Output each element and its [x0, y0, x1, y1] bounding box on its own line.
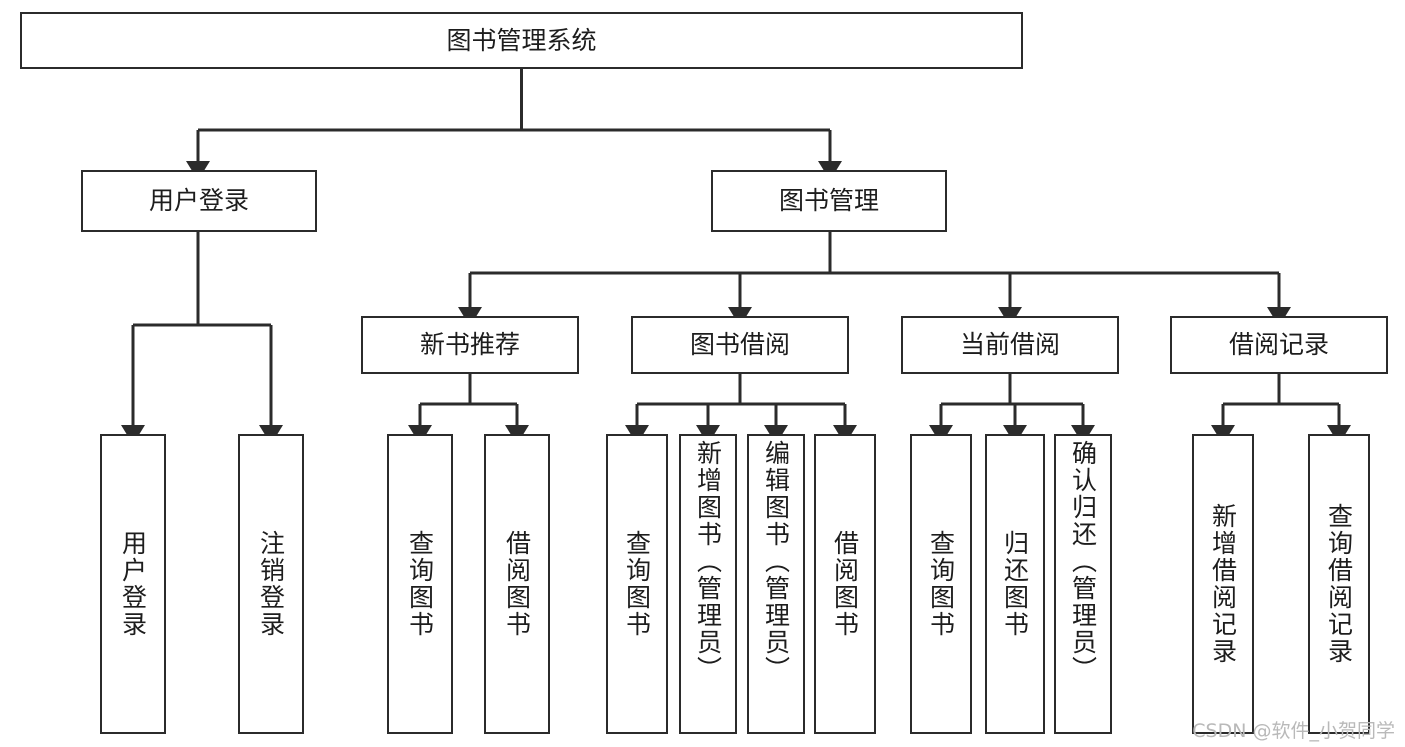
node-book-manage[interactable]: 图书管理 — [711, 170, 947, 232]
node-leaf-query-borrow-record[interactable]: 查询借阅记录 — [1308, 434, 1370, 734]
node-borrow-record[interactable]: 借阅记录 — [1170, 316, 1388, 374]
node-leaf-edit-book-admin-label: 编辑图书（管理员） — [761, 440, 791, 683]
node-leaf-add-borrow-record-label: 新增借阅记录 — [1208, 503, 1238, 665]
node-leaf-return-book-label: 归还图书 — [1000, 530, 1030, 638]
node-leaf-logout[interactable]: 注销登录 — [238, 434, 304, 734]
node-book-borrow-label: 图书借阅 — [689, 330, 790, 360]
node-leaf-query-book-borrow[interactable]: 查询图书 — [606, 434, 668, 734]
node-leaf-query-book-current[interactable]: 查询图书 — [910, 434, 972, 734]
node-current-borrow-label: 当前借阅 — [959, 330, 1060, 360]
node-current-borrow[interactable]: 当前借阅 — [901, 316, 1119, 374]
node-root-system[interactable]: 图书管理系统 — [20, 12, 1023, 69]
node-leaf-query-book-borrow-label: 查询图书 — [622, 530, 652, 638]
node-leaf-borrow-book[interactable]: 借阅图书 — [814, 434, 876, 734]
node-leaf-confirm-return-admin-label: 确认归还（管理员） — [1068, 440, 1098, 683]
node-leaf-add-borrow-record[interactable]: 新增借阅记录 — [1192, 434, 1254, 734]
node-leaf-query-borrow-record-label: 查询借阅记录 — [1324, 503, 1354, 665]
node-leaf-borrow-book-label: 借阅图书 — [830, 530, 860, 638]
node-new-book-recommend[interactable]: 新书推荐 — [361, 316, 579, 374]
node-leaf-add-book-admin[interactable]: 新增图书（管理员） — [679, 434, 737, 734]
node-leaf-borrow-book-rec-label: 借阅图书 — [502, 530, 532, 638]
node-leaf-confirm-return-admin[interactable]: 确认归还（管理员） — [1054, 434, 1112, 734]
node-leaf-query-book-current-label: 查询图书 — [926, 530, 956, 638]
node-root-label: 图书管理系统 — [446, 25, 597, 55]
node-leaf-user-login-label: 用户登录 — [118, 530, 148, 638]
node-leaf-borrow-book-rec[interactable]: 借阅图书 — [484, 434, 550, 734]
node-borrow-record-label: 借阅记录 — [1228, 330, 1329, 360]
node-leaf-logout-label: 注销登录 — [256, 530, 286, 638]
node-leaf-query-book-rec[interactable]: 查询图书 — [387, 434, 453, 734]
node-leaf-query-book-rec-label: 查询图书 — [405, 530, 435, 638]
node-leaf-return-book[interactable]: 归还图书 — [985, 434, 1045, 734]
node-leaf-edit-book-admin[interactable]: 编辑图书（管理员） — [747, 434, 805, 734]
node-user-login-label: 用户登录 — [148, 186, 249, 216]
node-leaf-user-login[interactable]: 用户登录 — [100, 434, 166, 734]
node-new-book-recommend-label: 新书推荐 — [419, 330, 520, 360]
node-book-manage-label: 图书管理 — [778, 186, 879, 216]
node-user-login[interactable]: 用户登录 — [81, 170, 317, 232]
node-leaf-add-book-admin-label: 新增图书（管理员） — [693, 440, 723, 683]
node-book-borrow[interactable]: 图书借阅 — [631, 316, 849, 374]
watermark-csdn: CSDN @软件_小贺同学 — [1192, 720, 1395, 742]
